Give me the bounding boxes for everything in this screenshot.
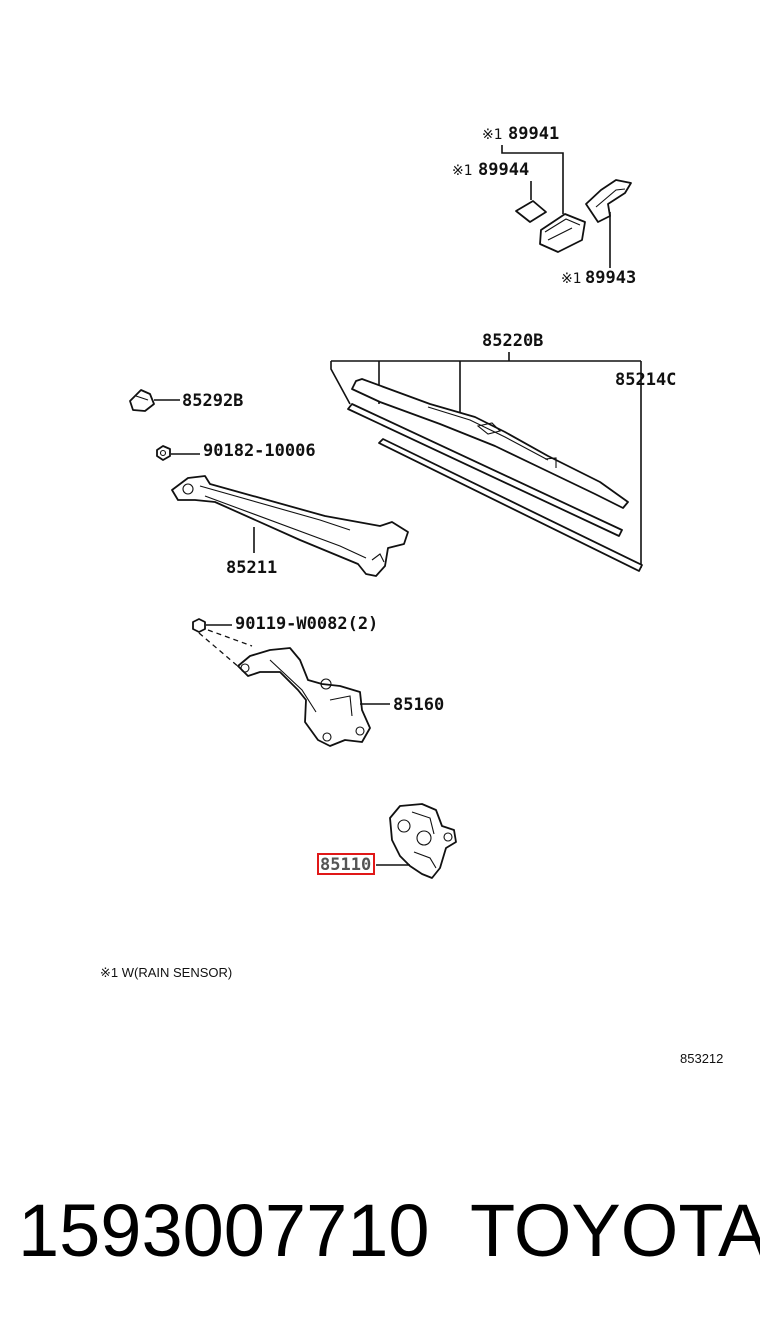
note-mark-89941: ※1 [482,127,503,143]
sensor-pad-shape [515,200,547,223]
blade-refill-shape [378,438,643,572]
footnote: ※1 W(RAIN SENSOR) [100,965,232,980]
part-label-90182-10006[interactable]: 90182-10006 [203,441,316,461]
part-label-85211[interactable]: 85211 [226,558,277,578]
diagram-code: 853212 [680,1051,723,1066]
nut-group: 90182-10006 [156,441,316,461]
wiper-link-shape [237,647,371,747]
wiper-blade-shape [351,378,629,509]
part-label-85292B[interactable]: 85292B [182,391,243,411]
wiper-blade-group: 85220B 85214C [330,331,676,572]
part-label-90119-W0082[interactable]: 90119-W0082(2) [235,614,378,634]
wiper-motor-shape [389,803,457,879]
note-mark-89944: ※1 [452,163,473,179]
caption-brand: TOYOTA [470,1189,760,1272]
arm-cap-shape [129,389,155,412]
note-mark-89943: ※1 [561,271,582,287]
rain-sensor-group: ※1 89941 ※1 89944 ※1 89943 [452,124,636,288]
nut-shape [156,445,171,461]
part-label-85160[interactable]: 85160 [393,695,444,715]
part-label-85214C[interactable]: 85214C [615,370,676,390]
part-label-89944[interactable]: 89944 [478,160,529,180]
part-label-85110[interactable]: 85110 [320,855,371,875]
highlight-box-85110 [317,853,375,875]
bolt-shape [192,618,206,633]
wiper-arm-group: 85211 [171,475,409,578]
part-label-85220B[interactable]: 85220B [482,331,543,351]
blade-rubber-shape [347,403,623,537]
wiper-link-group: 90119-W0082(2) 85160 [192,614,444,747]
wiper-arm-shape [171,475,409,577]
caption-part-number: 1593007710 [18,1189,430,1272]
leader-89941 [501,145,564,214]
arm-cap-group: 85292B [129,389,243,412]
sensor-cover-shape [585,179,632,223]
part-label-89943[interactable]: 89943 [585,268,636,288]
part-label-89941[interactable]: 89941 [508,124,559,144]
wiper-motor-group: 85110 [317,803,457,879]
